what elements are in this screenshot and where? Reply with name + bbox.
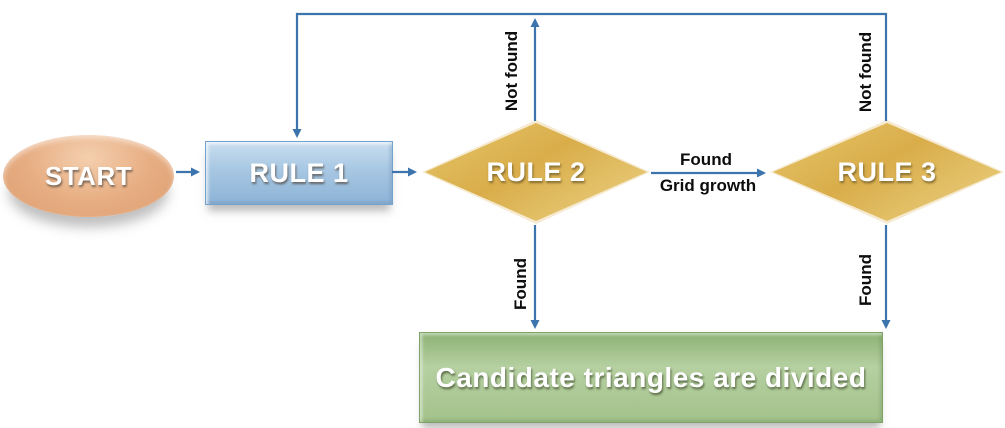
node-rule3: RULE 3 <box>770 120 1004 224</box>
node-rule3-label: RULE 3 <box>837 156 937 187</box>
node-rule1: RULE 1 <box>205 141 393 205</box>
node-start-label: START <box>44 160 133 191</box>
edge-label-rule2-found: Found <box>511 258 530 310</box>
node-rule1-label: RULE 1 <box>249 157 349 188</box>
edge-label-rule3-found: Found <box>856 254 875 306</box>
edge-label-found-horizontal: Found <box>680 150 732 169</box>
edge-rule3-notfound-loop-to-rule1 <box>292 12 888 138</box>
edge-label-rule2-not-found: Not found <box>502 30 521 112</box>
node-rule2-face: RULE 2 <box>425 123 647 221</box>
node-result: Candidate triangles are divided <box>419 332 883 423</box>
node-start: START <box>3 135 174 217</box>
node-rule2-label: RULE 2 <box>486 156 586 187</box>
edge-label-rule3-not-found: Not found <box>856 31 875 113</box>
node-rule2: RULE 2 <box>422 120 650 224</box>
node-rule3-face: RULE 3 <box>773 123 1001 221</box>
edge-label-grid-growth: Grid growth <box>659 176 757 195</box>
node-result-label: Candidate triangles are divided <box>435 361 867 393</box>
